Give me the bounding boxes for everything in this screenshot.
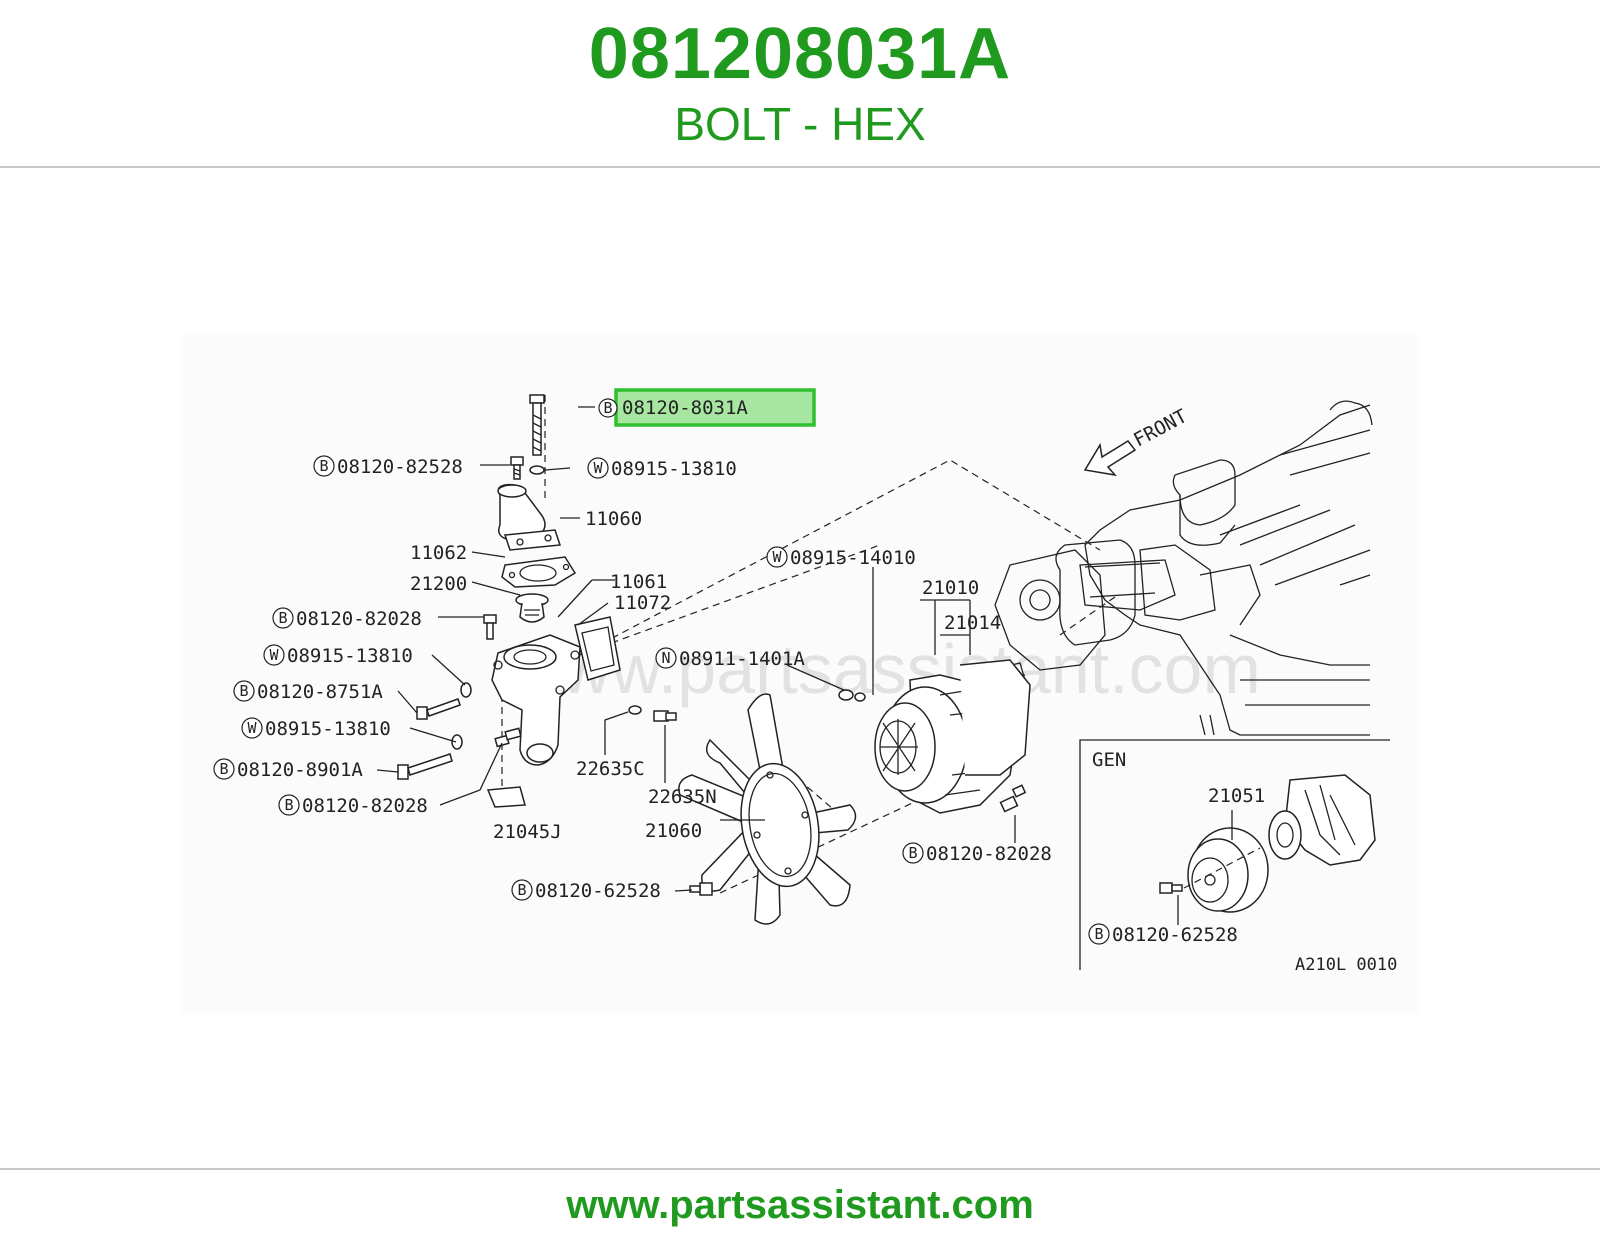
washer-top xyxy=(529,465,545,475)
callout-21200[interactable]: 21200 xyxy=(410,573,467,595)
washer-mid xyxy=(460,682,472,698)
footer-divider xyxy=(0,1168,1600,1170)
callout-code: 08120-82028 xyxy=(296,608,422,630)
watermark-text: www.partsassistant.com xyxy=(509,630,1261,708)
solid-leaders xyxy=(376,406,1016,892)
inset-bolt-62528 xyxy=(1159,882,1183,894)
callout-code: 08120-82028 xyxy=(926,843,1052,865)
callout-code: 08120-62528 xyxy=(535,880,661,902)
callout-prefix: B xyxy=(284,796,293,814)
callout-prefix: B xyxy=(517,881,526,899)
diagram-reference-code: A210L 0010 xyxy=(1295,955,1397,975)
callout-21051[interactable]: 21051 xyxy=(1208,785,1265,807)
parts-diagram-svg: www.partsassistant.com FRONT xyxy=(180,335,1420,1015)
callout-code: 08915-14010 xyxy=(790,547,916,569)
callout-22635N[interactable]: 22635N xyxy=(648,786,717,808)
thermostat-housing-11061 xyxy=(491,634,581,766)
callout-code: 08915-13810 xyxy=(265,718,391,740)
callout-code: 08911-1401A xyxy=(679,648,805,670)
callout-code: 08120-62528 xyxy=(1112,924,1238,946)
parts-diagram: www.partsassistant.com FRONT xyxy=(180,335,1420,1015)
part-number-title: 081208031A xyxy=(588,14,1012,94)
callout-code: 08120-8031A xyxy=(622,397,748,419)
callout-code: 08915-13810 xyxy=(287,645,413,667)
callout-code: 08120-82528 xyxy=(337,456,463,478)
callout-08120-82028-a[interactable]: B 08120-82028 xyxy=(272,607,422,630)
cooling-fan-21060 xyxy=(678,693,857,925)
bolt-82028-pump xyxy=(999,784,1027,813)
callout-11062[interactable]: 11062 xyxy=(410,542,467,564)
water-pump-21010 xyxy=(838,659,1031,814)
callout-prefix: W xyxy=(772,548,782,566)
callout-prefix: B xyxy=(219,760,228,778)
header: 081208031A BOLT - HEX xyxy=(0,0,1600,168)
thermostat-21200 xyxy=(515,593,549,623)
bolt-82028-left xyxy=(483,614,497,640)
callout-code: 08120-8901A xyxy=(237,759,363,781)
front-arrow-icon xyxy=(1083,440,1137,477)
highlight-box-08120-8031A[interactable] xyxy=(614,388,816,427)
part-name-subtitle: BOLT - HEX xyxy=(674,98,926,150)
callout-21014[interactable]: 21014 xyxy=(944,612,1001,634)
callout-08120-8751A[interactable]: B 08120-8751A xyxy=(233,680,383,703)
callout-prefix: N xyxy=(661,649,670,667)
callout-08120-8031A[interactable]: B 08120-8031A xyxy=(598,397,748,419)
footer-website-link[interactable]: www.partsassistant.com xyxy=(566,1183,1034,1227)
gasket-11062 xyxy=(501,556,577,588)
callout-prefix: B xyxy=(908,844,917,862)
callout-21060[interactable]: 21060 xyxy=(645,820,702,842)
callout-08120-62528-a[interactable]: B 08120-62528 xyxy=(511,879,661,902)
gasket-11072 xyxy=(574,616,621,681)
callout-08911-1401A[interactable]: N 08911-1401A xyxy=(655,647,805,670)
callout-21010[interactable]: 21010 xyxy=(922,577,979,599)
callout-prefix: B xyxy=(319,457,328,475)
inset-pulley xyxy=(1187,827,1269,913)
callout-22635C[interactable]: 22635C xyxy=(576,758,645,780)
callout-code: 08120-82028 xyxy=(302,795,428,817)
engine-block-drawing xyxy=(994,400,1373,736)
callout-08120-62528-inset[interactable]: B 08120-62528 xyxy=(1088,923,1238,946)
inset-title: GEN xyxy=(1092,749,1126,771)
callout-code: 08915-13810 xyxy=(611,458,737,480)
inset-pump-21051 xyxy=(1268,774,1376,866)
bolt-8751A xyxy=(416,698,461,720)
callout-08915-13810-top[interactable]: W 08915-13810 xyxy=(587,457,737,480)
callout-code: 08120-8751A xyxy=(257,681,383,703)
washer-22635C xyxy=(628,705,642,715)
callout-11061[interactable]: 11061 xyxy=(610,571,667,593)
callout-08915-13810-low[interactable]: W 08915-13810 xyxy=(241,717,391,740)
callout-08120-82528[interactable]: B 08120-82528 xyxy=(313,455,463,478)
callout-prefix: B xyxy=(1094,925,1103,943)
callout-prefix: W xyxy=(247,719,257,737)
stud-82028-lower xyxy=(494,727,522,748)
small-bolt-82528 xyxy=(510,456,524,480)
callout-prefix: W xyxy=(593,459,603,477)
sensor-22635N xyxy=(653,710,677,722)
long-hex-bolt-8031A xyxy=(529,394,545,456)
callout-prefix: W xyxy=(269,646,279,664)
callout-prefix: B xyxy=(239,682,248,700)
water-outlet-11060 xyxy=(497,483,562,551)
callout-08120-82028-b[interactable]: B 08120-82028 xyxy=(278,794,428,817)
callout-prefix: B xyxy=(603,399,612,417)
callout-08915-14010[interactable]: W 08915-14010 xyxy=(766,546,916,569)
callout-08915-13810-mid[interactable]: W 08915-13810 xyxy=(263,644,413,667)
callout-11072[interactable]: 11072 xyxy=(614,592,671,614)
callout-21045J[interactable]: 21045J xyxy=(493,821,562,843)
engine-pump-bore xyxy=(1019,579,1061,621)
inset-gen-panel: GEN 21051 B 08120-62528 A210L 001 xyxy=(1079,739,1397,975)
callout-08120-8901A[interactable]: B 08120-8901A xyxy=(213,758,363,781)
gasket-21045J xyxy=(486,786,526,808)
washer-low xyxy=(451,734,463,750)
callout-prefix: B xyxy=(278,609,287,627)
callout-08120-82028-c[interactable]: B 08120-82028 xyxy=(902,842,1052,865)
header-divider xyxy=(0,166,1600,168)
thermostat-housing-parts xyxy=(397,394,677,808)
bolt-62528-fan xyxy=(689,882,713,896)
callout-11060[interactable]: 11060 xyxy=(585,508,642,530)
